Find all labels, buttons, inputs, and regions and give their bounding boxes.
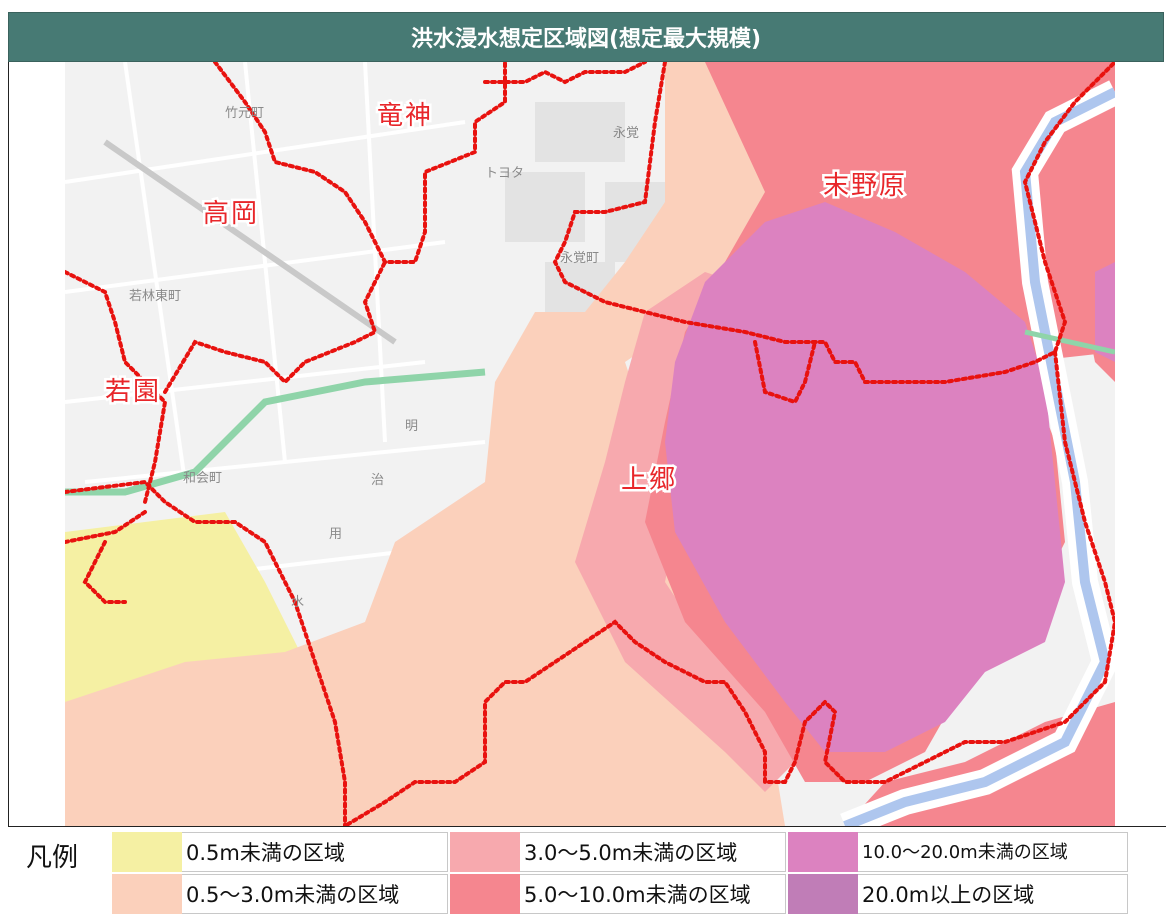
district-boundaries bbox=[65, 62, 1115, 826]
zone-10-to-20m bbox=[665, 202, 1065, 752]
legend-item: 3.0〜5.0m未満の区域 bbox=[450, 831, 786, 873]
street-label: 水 bbox=[291, 595, 304, 610]
legend-label: 凡例 bbox=[26, 843, 79, 873]
legend-swatch bbox=[112, 832, 182, 872]
street-label: トヨタ bbox=[485, 166, 524, 181]
river bbox=[843, 87, 1115, 826]
street-label: 竹元町 bbox=[225, 106, 264, 121]
zone-10-to-20m bbox=[1095, 262, 1115, 362]
street-label: 用 bbox=[329, 527, 342, 542]
legend-item-label: 10.0〜20.0m未満の区域 bbox=[858, 832, 1128, 872]
legend-item-label: 3.0〜5.0m未満の区域 bbox=[520, 832, 786, 872]
legend-swatch bbox=[788, 832, 858, 872]
legend-swatch bbox=[112, 874, 182, 914]
canal-meiji-yosui bbox=[65, 368, 486, 496]
map-title: 洪水浸水想定区域図(想定最大規模) bbox=[8, 12, 1164, 62]
canal-meiji-yosui bbox=[1024, 329, 1115, 355]
legend-swatch bbox=[450, 874, 520, 914]
flood-map[interactable]: 竹元町 トヨタ 永覚 永覚町 若林東町 和会町 明 治 用 水 竜神 高岡 若園… bbox=[65, 62, 1115, 826]
legend-swatch bbox=[788, 874, 858, 914]
legend-swatch bbox=[450, 832, 520, 872]
street-label: 永覚町 bbox=[560, 251, 599, 266]
street-label: 明 bbox=[405, 419, 418, 434]
place-label-takaoka: 高岡 bbox=[203, 199, 259, 229]
place-label-suenohara: 末野原 bbox=[823, 171, 907, 201]
legend-item-label: 0.5〜3.0m未満の区域 bbox=[182, 874, 448, 914]
zone-0-5-to-3m bbox=[65, 62, 785, 826]
place-label-wakazono: 若園 bbox=[105, 377, 161, 407]
legend-item: 0.5m未満の区域 bbox=[112, 831, 448, 873]
zone-3-to-5m bbox=[575, 272, 805, 792]
legend-item: 5.0〜10.0m未満の区域 bbox=[450, 873, 786, 915]
legend-item-label: 5.0〜10.0m未満の区域 bbox=[520, 874, 786, 914]
legend-item-label: 20.0m以上の区域 bbox=[858, 874, 1128, 914]
legend-item: 10.0〜20.0m未満の区域 bbox=[788, 831, 1128, 873]
street-label: 永覚 bbox=[613, 126, 639, 141]
street-label: 若林東町 bbox=[129, 288, 181, 304]
legend-item-label: 0.5m未満の区域 bbox=[182, 832, 448, 872]
legend-item: 20.0m以上の区域 bbox=[788, 873, 1128, 915]
place-label-tatsumi: 竜神 bbox=[377, 101, 433, 131]
place-label-kamigo: 上郷 bbox=[621, 465, 677, 495]
legend: 凡例 0.5m未満の区域 0.5〜3.0m未満の区域 3.0〜5.0m未満の区域… bbox=[8, 826, 1166, 916]
street-label: 和会町 bbox=[183, 471, 222, 486]
legend-item: 0.5〜3.0m未満の区域 bbox=[112, 873, 448, 915]
map-frame[interactable]: 竹元町 トヨタ 永覚 永覚町 若林東町 和会町 明 治 用 水 竜神 高岡 若園… bbox=[8, 62, 1166, 826]
street-label: 治 bbox=[371, 473, 384, 488]
